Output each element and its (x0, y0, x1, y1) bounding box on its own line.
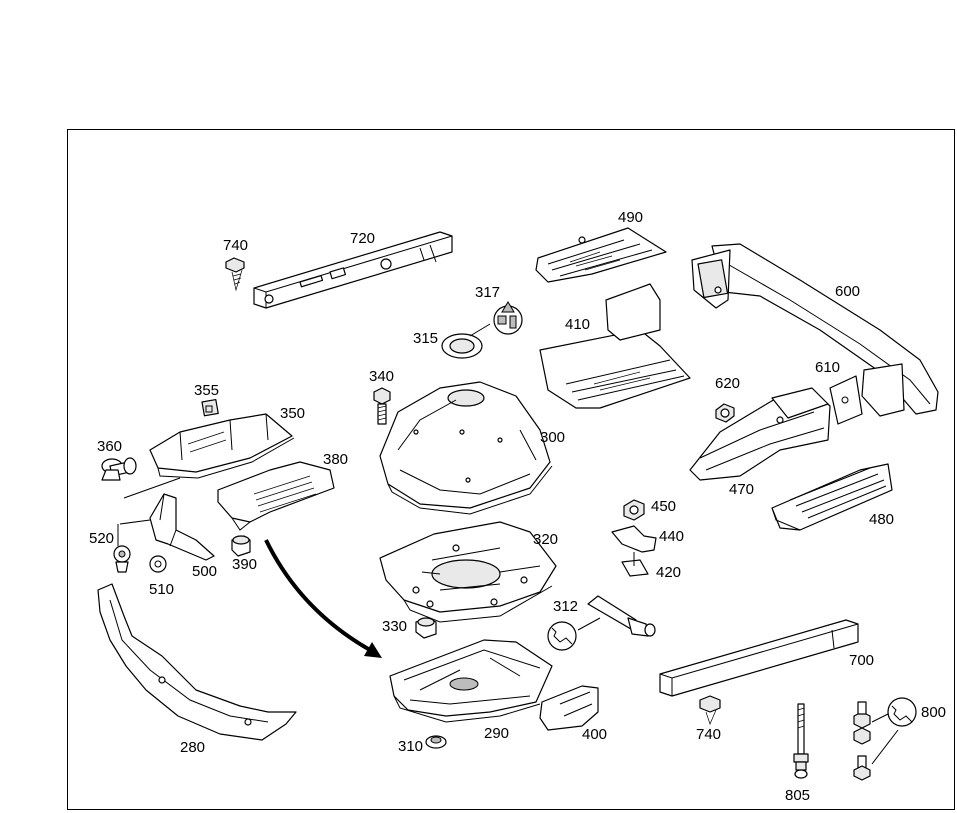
label-280: 280 (180, 739, 206, 756)
label-410: 410 (565, 316, 591, 333)
part-490-bracket (535, 227, 667, 283)
part-312-tool (577, 595, 656, 637)
part-480-tray (771, 463, 893, 531)
label-350: 350 (280, 405, 306, 422)
part-317-label-sticker (493, 301, 523, 335)
part-290-floor-tray (389, 639, 553, 723)
part-805-bolt (793, 703, 809, 779)
part-740-bolt (225, 257, 245, 292)
diagram-frame (67, 129, 955, 810)
wrench-icon (547, 621, 577, 651)
part-355-clip (201, 398, 219, 417)
part-620-nut (715, 403, 735, 423)
part-470-bracket (689, 387, 831, 481)
label-420: 420 (656, 564, 682, 581)
part-450-nut (623, 499, 645, 521)
wrench-icon-800 (887, 697, 917, 727)
part-310-grommet (425, 735, 447, 749)
part-330-bumper (415, 617, 437, 639)
label-330: 330 (382, 618, 408, 635)
label-740-top: 740 (223, 237, 249, 254)
part-420-plate (621, 552, 649, 577)
part-510-washer (149, 555, 167, 573)
label-320: 320 (533, 531, 559, 548)
label-310: 310 (398, 738, 424, 755)
part-340-bolt (373, 387, 391, 425)
part-280-side-panel (97, 583, 297, 741)
label-440: 440 (659, 528, 685, 545)
part-600-side-member (691, 243, 939, 417)
part-400-bracket (539, 685, 599, 731)
label-300: 300 (540, 429, 566, 446)
label-740-bottom: 740 (696, 726, 722, 743)
label-360: 360 (97, 438, 123, 455)
label-315: 315 (413, 330, 439, 347)
part-350-bracket (149, 413, 295, 479)
label-317: 317 (475, 284, 501, 301)
label-470: 470 (729, 481, 755, 498)
part-360-push-plug (101, 457, 137, 481)
label-520: 520 (89, 530, 115, 547)
part-500-bracket (149, 493, 215, 561)
part-800-bolts (853, 701, 899, 781)
label-340: 340 (369, 368, 395, 385)
label-400: 400 (582, 726, 608, 743)
label-700: 700 (849, 652, 875, 669)
part-315-grommet (441, 323, 491, 359)
part-720-cross-member (253, 231, 453, 309)
label-620: 620 (715, 375, 741, 392)
part-610-plate (829, 375, 863, 425)
label-610: 610 (815, 359, 841, 376)
label-290: 290 (484, 725, 510, 742)
label-490: 490 (618, 209, 644, 226)
label-480: 480 (869, 511, 895, 528)
leader-lines-left (117, 477, 181, 546)
part-440-clip (611, 525, 657, 553)
label-312: 312 (553, 598, 579, 615)
label-720: 720 (350, 230, 376, 247)
part-320-cover (379, 521, 557, 623)
label-800: 800 (921, 704, 947, 721)
label-805: 805 (785, 787, 811, 804)
label-355: 355 (194, 382, 220, 399)
part-410-tray (539, 283, 691, 409)
part-740-bolt-lower (699, 695, 721, 725)
label-450: 450 (651, 498, 677, 515)
label-600: 600 (835, 283, 861, 300)
part-300-spare-wheel-well (379, 381, 553, 515)
part-700-cross-tube (659, 619, 859, 697)
label-500: 500 (192, 563, 218, 580)
curved-arrow-icon (264, 539, 382, 658)
label-380: 380 (323, 451, 349, 468)
part-390-bumper (231, 535, 251, 557)
part-380-panel (217, 461, 335, 531)
label-510: 510 (149, 581, 175, 598)
part-520-clip (113, 545, 131, 573)
label-390: 390 (232, 556, 258, 573)
